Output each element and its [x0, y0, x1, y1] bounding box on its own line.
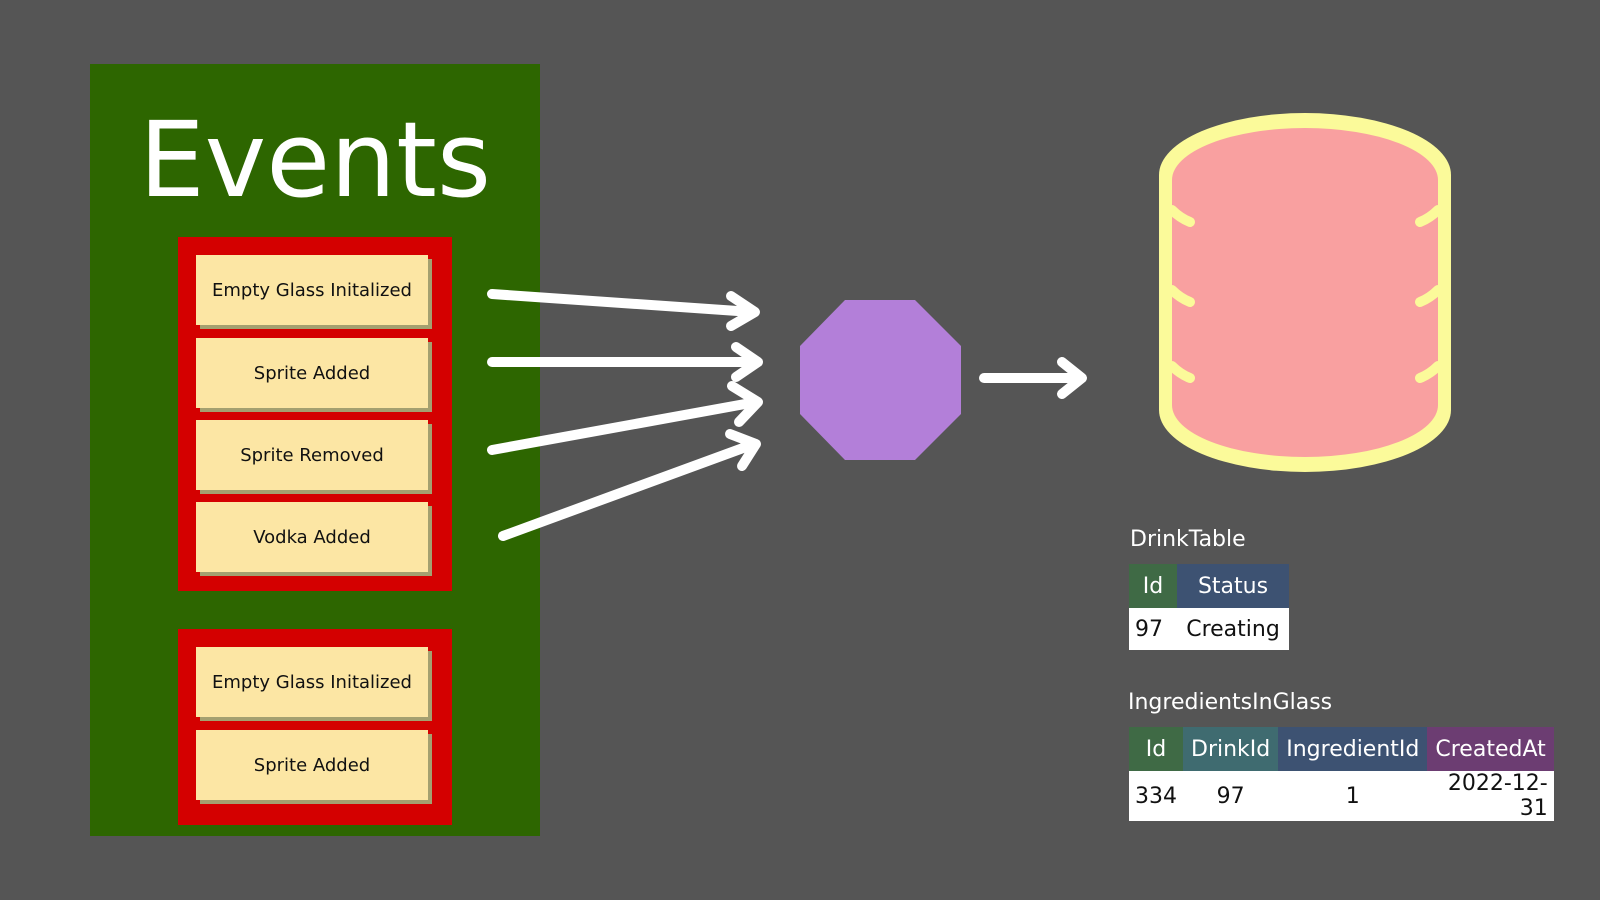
octagon-icon — [800, 300, 961, 460]
event-card: Vodka Added — [196, 502, 428, 572]
ingredients-table: Id DrinkId IngredientId CreatedAt 334 97… — [1129, 727, 1554, 821]
events-panel: Events Empty Glass Initalized Sprite Add… — [90, 64, 540, 836]
column-header: Id — [1129, 727, 1183, 771]
arrow-to-database — [979, 357, 1087, 399]
arrow-event-1 — [487, 289, 760, 331]
table-header-row: Id DrinkId IngredientId CreatedAt — [1129, 727, 1554, 771]
database-icon — [1159, 113, 1451, 472]
arrow-event-4 — [498, 429, 761, 541]
event-group-2: Empty Glass Initalized Sprite Added — [178, 629, 452, 825]
column-header: Id — [1129, 564, 1177, 608]
arrow-event-3 — [487, 381, 763, 455]
drink-table: Id Status 97 Creating — [1129, 564, 1289, 650]
event-group-1: Empty Glass Initalized Sprite Added Spri… — [178, 237, 452, 591]
table-cell: 334 — [1129, 771, 1183, 821]
column-header: Status — [1177, 564, 1289, 608]
table-cell: 97 — [1129, 608, 1177, 650]
drink-table-title: DrinkTable — [1130, 527, 1246, 552]
events-title: Events — [138, 99, 492, 221]
table-cell: 2022-12-31 — [1427, 771, 1554, 821]
event-card: Sprite Added — [196, 338, 428, 408]
event-card: Sprite Removed — [196, 420, 428, 490]
event-card: Sprite Added — [196, 730, 428, 800]
table-cell: 1 — [1278, 771, 1428, 821]
column-header: DrinkId — [1183, 727, 1279, 771]
table-row: 334 97 1 2022-12-31 — [1129, 771, 1554, 821]
table-cell: 97 — [1183, 771, 1279, 821]
event-card: Empty Glass Initalized — [196, 255, 428, 325]
table-row: 97 Creating — [1129, 608, 1289, 650]
table-cell: Creating — [1177, 608, 1289, 650]
column-header: CreatedAt — [1427, 727, 1554, 771]
event-card: Empty Glass Initalized — [196, 647, 428, 717]
ingredients-table-title: IngredientsInGlass — [1128, 690, 1333, 715]
column-header: IngredientId — [1278, 727, 1428, 771]
table-header-row: Id Status — [1129, 564, 1289, 608]
arrow-event-2 — [487, 342, 763, 382]
